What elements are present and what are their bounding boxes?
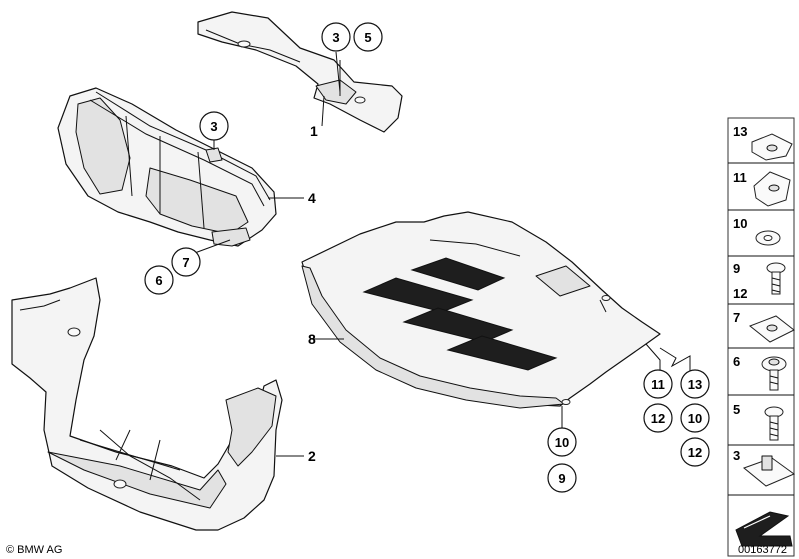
callout-front-9: 9 — [547, 463, 577, 493]
label-part-2: 2 — [308, 448, 316, 464]
callout-under-12-right: 12 — [680, 437, 710, 467]
part-number-labels: 1 4 8 2 — [308, 123, 318, 464]
svg-text:13: 13 — [688, 377, 702, 392]
sidebar-label-6: 6 — [733, 354, 740, 369]
callout-under-10: 10 — [680, 403, 710, 433]
clip-7-icon — [749, 315, 795, 343]
label-part-4: 4 — [308, 190, 316, 206]
svg-text:11: 11 — [651, 377, 665, 392]
svg-text:12: 12 — [651, 411, 665, 426]
part-8-underbody-panel — [301, 211, 661, 409]
callout-grille-3: 3 — [199, 111, 229, 141]
callout-duct-6: 6 — [144, 265, 174, 295]
sidebar-label-10: 10 — [733, 216, 747, 231]
svg-text:10: 10 — [555, 435, 569, 450]
sidebar-label-11: 11 — [733, 170, 747, 185]
part-2-front-carrier — [11, 277, 283, 531]
callout-duct-7: 7 — [171, 247, 201, 277]
hardware-sidebar: 13 11 10 9 12 7 6 — [727, 117, 796, 557]
svg-text:9: 9 — [558, 471, 565, 486]
leader-lines — [191, 51, 691, 457]
screw-9-icon — [766, 262, 786, 295]
sidebar-label-3: 3 — [733, 448, 740, 463]
callouts: 3 5 3 7 6 11 13 12 — [144, 22, 710, 493]
sidebar-label-9: 9 — [733, 261, 740, 276]
clip-nut-13-icon — [751, 133, 793, 161]
clip-11-icon — [753, 171, 791, 207]
callout-under-11: 11 — [643, 369, 673, 399]
image-number: 00163772 — [738, 544, 787, 556]
label-part-8: 8 — [308, 331, 316, 347]
arrow-icon — [735, 511, 793, 547]
svg-text:6: 6 — [155, 273, 162, 288]
copyright-text: © BMW AG — [6, 544, 62, 556]
svg-text:3: 3 — [332, 30, 339, 45]
svg-text:10: 10 — [688, 411, 702, 426]
callout-top-5: 5 — [353, 22, 383, 52]
callout-under-12-left: 12 — [643, 403, 673, 433]
sidebar-label-12: 12 — [733, 286, 747, 301]
callout-front-10: 10 — [547, 427, 577, 457]
sidebar-label-7: 7 — [733, 310, 740, 325]
part-4-air-duct — [57, 87, 277, 247]
sidebar-label-13: 13 — [733, 124, 747, 139]
svg-text:7: 7 — [182, 255, 189, 270]
svg-text:3: 3 — [210, 119, 217, 134]
callout-under-13: 13 — [680, 369, 710, 399]
washer-10-icon — [755, 230, 781, 246]
svg-text:5: 5 — [364, 30, 371, 45]
callout-top-3: 3 — [321, 22, 351, 52]
screw-5-icon — [764, 406, 784, 441]
svg-text:12: 12 — [688, 445, 702, 460]
clip-nut-3-icon — [742, 455, 796, 487]
label-part-1: 1 — [310, 123, 318, 139]
sidebar-label-5: 5 — [733, 402, 740, 417]
screw-6-icon — [761, 356, 787, 391]
